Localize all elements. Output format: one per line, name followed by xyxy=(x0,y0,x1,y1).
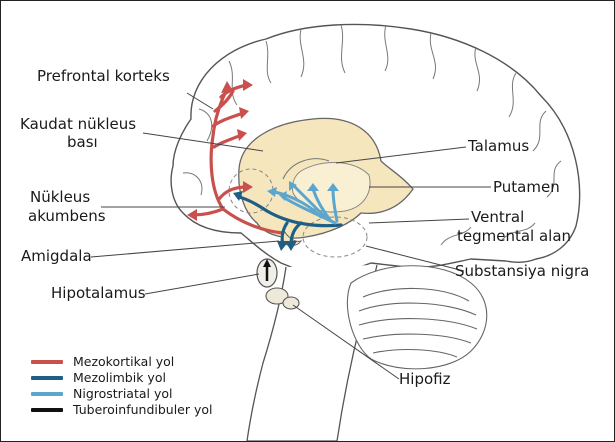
label-putamen: Putamen xyxy=(493,179,560,196)
label-ventral-tegmental-line1: Ventral xyxy=(471,209,524,226)
label-caudate-nucleus-line2: bası xyxy=(67,134,98,151)
legend-label-mesocortical: Mezokortikal yol xyxy=(73,354,174,370)
label-thalamus: Talamus xyxy=(468,138,529,155)
legend-swatch-mesocortical xyxy=(31,360,63,364)
label-nucleus-accumbens-line2: akumbens xyxy=(28,208,106,225)
legend-swatch-mesolimbic xyxy=(31,376,63,380)
label-caudate-nucleus-line1: Kaudat nükleus xyxy=(20,116,136,133)
legend-swatch-nigrostriatal xyxy=(31,392,63,396)
label-nucleus-accumbens-line1: Nükleus xyxy=(30,189,90,206)
label-hypothalamus: Hipotalamus xyxy=(51,285,146,302)
label-pituitary: Hipofiz xyxy=(399,371,450,388)
legend-swatch-tuberoinfundibular xyxy=(31,408,63,412)
cerebellum xyxy=(347,266,486,369)
label-substantia-nigra: Substansiya nigra xyxy=(455,263,589,280)
legend-label-mesolimbic: Mezolimbik yol xyxy=(73,370,166,386)
label-prefrontal-cortex: Prefrontal korteks xyxy=(37,68,170,85)
label-ventral-tegmental-line2: tegmental alan xyxy=(457,228,571,245)
legend-label-tuberoinfundibular: Tuberoinfundibuler yol xyxy=(73,402,213,418)
label-amygdala: Amigdala xyxy=(21,248,92,265)
legend-label-nigrostriatal: Nigrostriatal yol xyxy=(73,386,172,402)
